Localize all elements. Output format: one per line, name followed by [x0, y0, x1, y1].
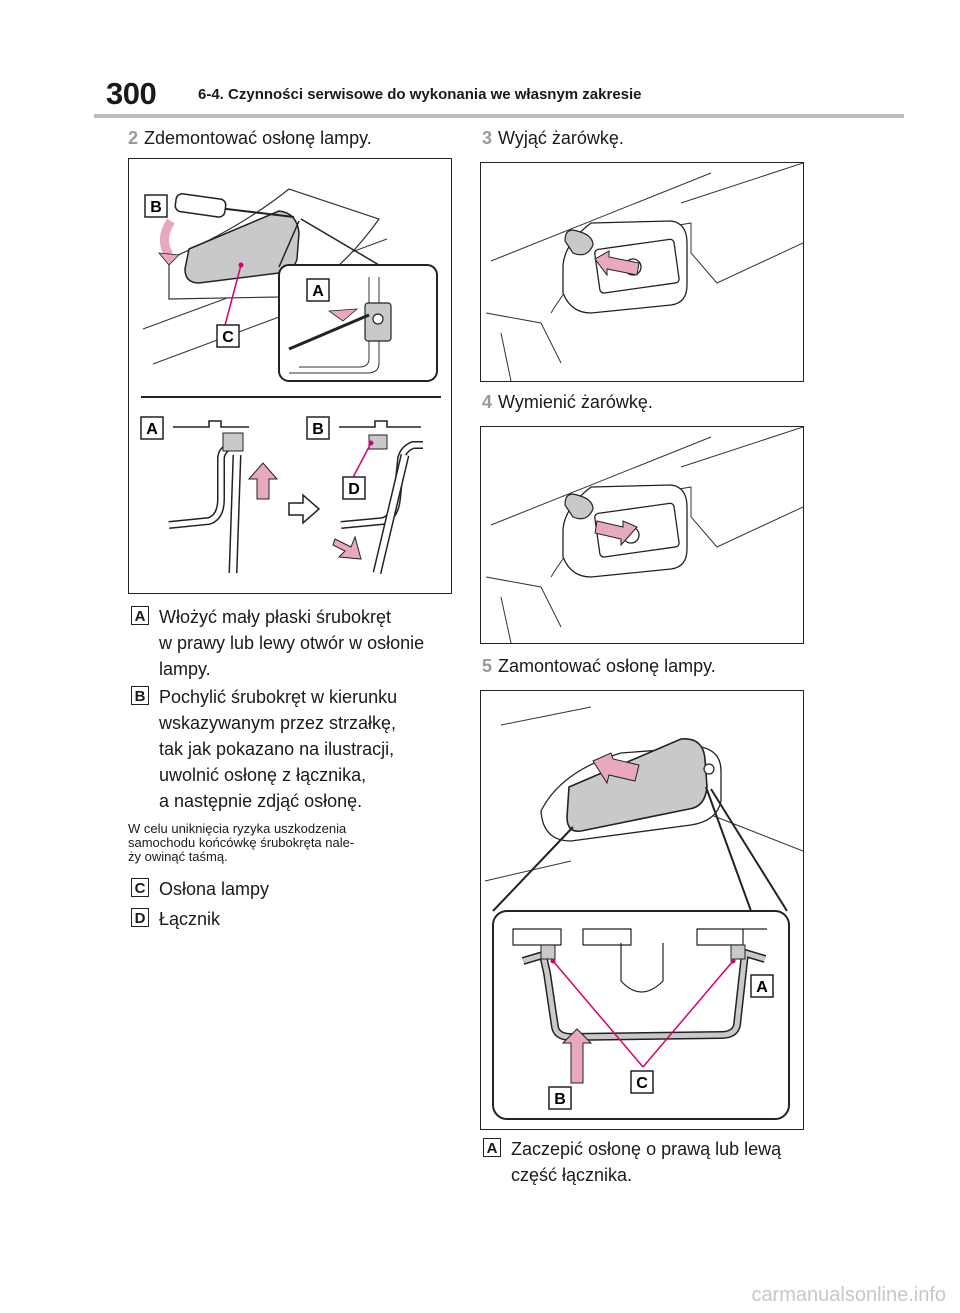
- remove-cover-illustration: B A C A B D: [140, 188, 441, 575]
- badge-d: D: [131, 908, 149, 927]
- page-header-title: 6-4. Czynności serwisowe do wykonania we…: [198, 86, 642, 103]
- svg-text:A: A: [756, 979, 768, 996]
- svg-text:A: A: [146, 421, 158, 438]
- legend-c: C Osłona lampy: [131, 876, 431, 902]
- svg-text:D: D: [348, 481, 360, 498]
- header-rule: [94, 114, 904, 118]
- figure-replace-bulb: [480, 426, 804, 644]
- instruction-b-line: uwolnić osłonę z łącznika,: [159, 765, 367, 785]
- legend-d: D Łącznik: [131, 906, 431, 932]
- figure-remove-bulb: [480, 162, 804, 382]
- label-c: C: [216, 324, 240, 348]
- step-number: 5: [482, 656, 493, 676]
- step-text: Zamontować osłonę lampy.: [498, 656, 716, 676]
- label-b-fig5: B: [548, 1086, 572, 1110]
- figure-install-cover: A B C: [480, 690, 804, 1130]
- page-number: 300: [106, 76, 157, 111]
- replace-bulb-illustration: [485, 426, 804, 644]
- step-text: Zdemontować osłonę lampy.: [144, 128, 372, 148]
- step-number: 2: [128, 128, 139, 148]
- remove-bulb-illustration: [485, 162, 804, 382]
- figure-remove-cover: B A C A B D: [128, 158, 452, 594]
- legend-c-text: Osłona lampy: [159, 879, 270, 899]
- step-text: Wyjąć żarówkę.: [498, 128, 624, 148]
- step-number: 3: [482, 128, 493, 148]
- label-a-fig5: A: [750, 974, 774, 998]
- instruction-b-line: wskazywanym przez strzałkę,: [159, 713, 397, 733]
- svg-text:A: A: [312, 283, 324, 300]
- note-line: W celu uniknięcia ryzyka uszkodzenia: [128, 821, 347, 836]
- svg-text:B: B: [312, 421, 324, 438]
- instruction-b-line: Pochylić śrubokręt w kierunku: [159, 687, 398, 707]
- badge-c: C: [131, 878, 149, 897]
- instruction-b-line: tak jak pokazano na ilustracji,: [159, 739, 395, 759]
- legend-d-text: Łącznik: [159, 909, 221, 929]
- label-b-bottom: B: [306, 416, 330, 440]
- svg-text:C: C: [222, 329, 234, 346]
- instruction-a-line: Włożyć mały płaski śrubokręt: [159, 607, 392, 627]
- label-d: D: [342, 476, 366, 500]
- watermark: carmanualsonline.info: [751, 1284, 946, 1306]
- instruction-line: Zaczepić osłonę o prawą lub lewą: [511, 1139, 782, 1159]
- instruction-line: część łącznika.: [511, 1165, 633, 1185]
- install-cover-illustration: A B C: [484, 706, 804, 1120]
- instruction-b: B Pochylić śrubokręt w kierunku wskazywa…: [131, 684, 461, 816]
- badge-b: B: [131, 686, 149, 705]
- label-c-fig5: C: [630, 1070, 654, 1094]
- note-line: ży owinąć taśmą.: [128, 849, 228, 864]
- instruction-a-right: A Zaczepić osłonę o prawą lub lewą część…: [483, 1136, 813, 1192]
- label-b-top: B: [144, 194, 168, 218]
- svg-text:C: C: [636, 1075, 648, 1092]
- instruction-b-line: a następnie zdjąć osłonę.: [159, 791, 363, 811]
- instruction-a-line: lampy.: [159, 659, 211, 679]
- step-number: 4: [482, 392, 493, 412]
- badge-a: A: [483, 1138, 501, 1157]
- note: W celu uniknięcia ryzyka uszkodzenia sam…: [128, 822, 458, 864]
- instruction-a-line: w prawy lub lewy otwór w osłonie: [159, 633, 425, 653]
- badge-a: A: [131, 606, 149, 625]
- svg-text:B: B: [150, 199, 162, 216]
- svg-text:B: B: [554, 1091, 566, 1108]
- label-a-inset: A: [306, 278, 330, 302]
- instruction-a: A Włożyć mały płaski śrubokręt w prawy l…: [131, 604, 461, 684]
- note-line: samochodu końcówkę śrubokręta nale-: [128, 835, 355, 850]
- step-text: Wymienić żarówkę.: [498, 392, 653, 412]
- label-a-bottom: A: [140, 416, 164, 440]
